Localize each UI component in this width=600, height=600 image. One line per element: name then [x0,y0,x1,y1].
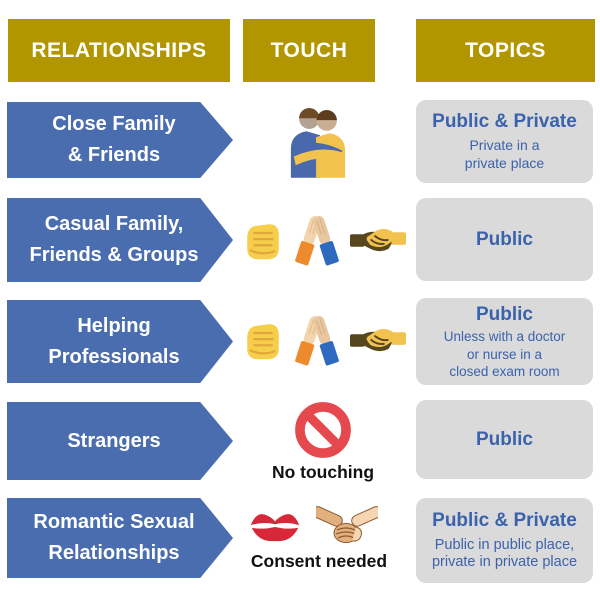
relationship-arrow-close-family: Close Family & Friends [7,102,233,178]
touch-cell-row5 [238,502,388,552]
topic-title: Public & Private [432,110,577,132]
header-touch: TOUCH [243,19,375,82]
touch-cell-row1 [258,100,378,180]
no-touching-caption: No touching [271,462,375,482]
relationship-label-line: Romantic Sexual [33,511,195,533]
topic-box-row3: Public Unless with a doctor or nurse in … [416,298,593,385]
relationship-arrow-strangers: Strangers [7,402,233,480]
relationship-arrow-romantic-sexual: Romantic Sexual Relationships [7,498,233,578]
people-hugging-icon [290,108,346,178]
relationship-label-line: Professionals [48,345,180,368]
topic-box-row1: Public & Private Private in a private pl… [416,100,593,183]
topic-title: Public & Private [432,509,577,531]
high-five-icon [295,316,339,366]
no-symbol-icon [295,402,351,458]
header-topics: TOPICS [416,19,595,82]
topic-title: Public [475,303,533,325]
relationship-label-line: Casual Family, [44,213,184,235]
relationship-label-line: Close Family [52,113,176,135]
relationship-arrow-helping-professionals: Helping Professionals [7,300,233,383]
fist-icon [247,224,279,260]
relationship-label-line: Relationships [48,542,180,564]
topic-box-row4: Public [416,400,593,479]
kiss-lips-icon [250,514,300,542]
holding-hands-icon [316,506,378,543]
handshake-icon [350,228,406,252]
relationship-label-line: Friends & Groups [29,244,199,266]
topic-note: Unless with a doctor or nurse in a close… [443,329,566,379]
header-relationships: RELATIONSHIPS [8,19,230,82]
topic-note: Private in a private place [464,137,545,172]
fist-icon [247,324,279,360]
consent-needed-caption: Consent needed [250,551,388,571]
relationship-label-line: Helping [77,314,151,337]
relationship-arrow-casual-family: Casual Family, Friends & Groups [7,198,233,282]
relationship-label-line: & Friends [67,144,161,166]
relationship-label-line: Strangers [67,429,161,452]
handshake-icon [350,328,406,352]
topic-box-row5: Public & Private Public in public place,… [416,498,593,583]
touch-cell-row3 [236,302,412,378]
topic-title: Public [475,428,533,450]
touch-cell-row4 [290,398,356,462]
topic-title: Public [475,228,533,250]
touch-cell-row2 [236,202,412,278]
high-five-icon [295,216,339,266]
topic-box-row2: Public [416,198,593,281]
topic-note: Public in public place, private in priva… [431,536,578,571]
